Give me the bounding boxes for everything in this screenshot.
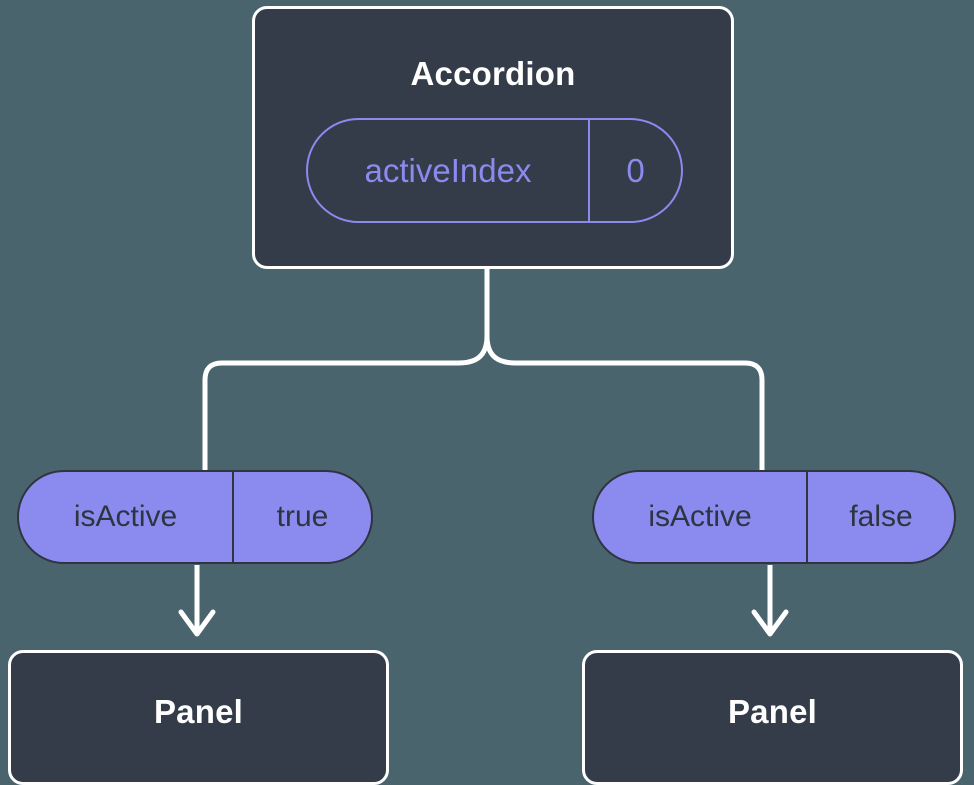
prop-pill-is-active-false[interactable]: isActive false: [592, 470, 956, 564]
prop-pill-is-active-true[interactable]: isActive true: [17, 470, 373, 564]
panel-node-right[interactable]: Panel: [582, 650, 963, 785]
prop-pill-value: false: [849, 500, 913, 533]
panel-node-title: Panel: [727, 693, 818, 730]
panel-node-title: Panel: [153, 693, 244, 730]
state-pill-value: 0: [626, 152, 645, 189]
prop-pill-key: isActive: [19, 472, 234, 562]
state-pill-key: activeIndex: [308, 120, 590, 221]
down-arrow-icon-left: [178, 565, 216, 637]
accordion-node-title: Accordion: [410, 55, 576, 92]
prop-pill-value: true: [276, 500, 329, 533]
prop-pill-key: isActive: [594, 472, 808, 562]
panel-node-left[interactable]: Panel: [8, 650, 389, 785]
down-arrow-icon-right: [751, 565, 789, 637]
state-pill-active-index[interactable]: activeIndex 0: [306, 118, 683, 223]
fork-connector-right: [484, 333, 765, 473]
fork-connector-left: [202, 333, 490, 473]
